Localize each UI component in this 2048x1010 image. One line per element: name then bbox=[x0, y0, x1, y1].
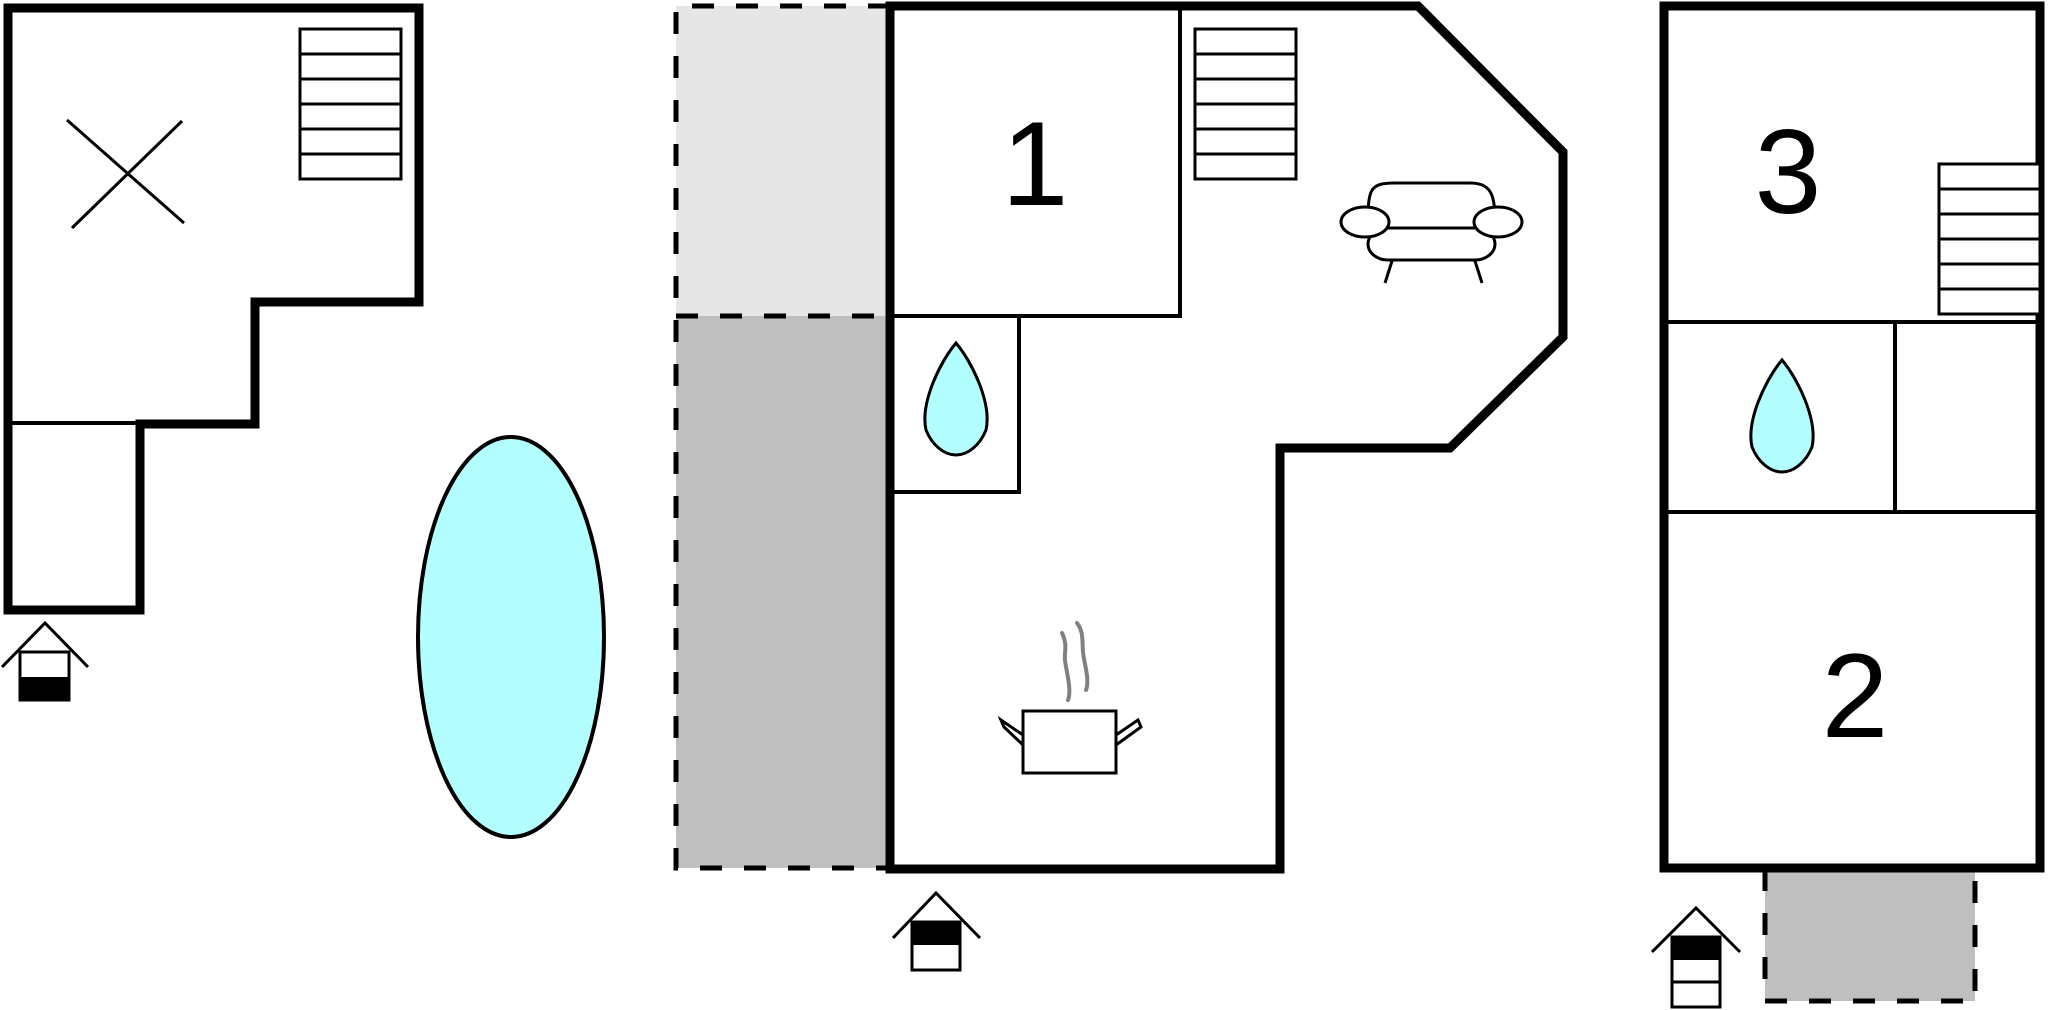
room-3-label: 3 bbox=[1755, 105, 1822, 239]
window-cross-icon bbox=[66, 118, 185, 230]
stairs-icon bbox=[1193, 27, 1298, 181]
room-1-label: 1 bbox=[1002, 97, 1069, 231]
bathroom-drop-icon bbox=[1749, 357, 1815, 474]
kitchen-pot-icon bbox=[997, 621, 1143, 775]
plan-right-outer-wall bbox=[1659, 1, 2045, 873]
bathroom-drop-icon bbox=[923, 340, 989, 457]
room-1-box bbox=[888, 4, 1182, 318]
plan-left bbox=[0, 3, 424, 702]
plan-middle-outer-wall bbox=[885, 1, 1568, 874]
pool-icon bbox=[416, 435, 606, 839]
terrace-open bbox=[676, 316, 890, 868]
plan-right: 3 2 bbox=[1650, 1, 2045, 1009]
entrance-icon bbox=[0, 620, 90, 702]
outdoor-area bbox=[1765, 869, 1975, 1001]
sofa-icon bbox=[1339, 181, 1524, 284]
plan-middle: 1 bbox=[673, 1, 1568, 972]
bathroom-box bbox=[888, 314, 1021, 494]
plan-left-outer-wall bbox=[3, 3, 424, 615]
stairs-icon bbox=[298, 27, 403, 181]
room-2-label: 2 bbox=[1822, 629, 1889, 763]
terrace-covered bbox=[676, 6, 890, 316]
entrance-icon bbox=[1650, 905, 1742, 1009]
outdoor-dashed-border bbox=[1762, 869, 1978, 1004]
stairs-icon bbox=[1937, 162, 2042, 316]
terrace-dashed-border bbox=[673, 3, 890, 871]
entrance-icon bbox=[891, 890, 982, 972]
